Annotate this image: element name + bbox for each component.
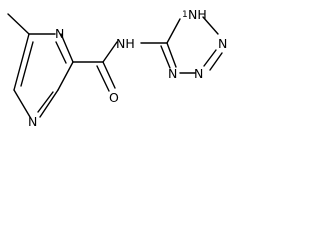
atom-nh-amide: NH xyxy=(116,36,135,51)
bond-carbonyl-o-double xyxy=(96,65,110,92)
bond-ring-n1-c2-inner xyxy=(55,41,67,64)
atom-nh-tetrazole: NH xyxy=(188,7,207,22)
bond-carbonyl-nh xyxy=(102,41,118,63)
atom-nh-tetrazole-index: 1 xyxy=(182,10,188,20)
atom-n-tetrazole-bottom-right: N xyxy=(194,66,203,81)
atom-n-tetrazole-right: N xyxy=(218,36,227,51)
bond-ring-c5-c6-inner xyxy=(20,41,34,87)
bond-tz-n1-n2 xyxy=(202,16,219,35)
chemical-structure-diagram: N N NH O 1 NH N N N xyxy=(7,7,227,129)
atom-o-carbonyl: O xyxy=(109,90,119,105)
bond-ring-c5-c6 xyxy=(13,33,30,91)
bonds xyxy=(7,13,223,118)
bond-tz-n2-n3 xyxy=(203,49,217,67)
atom-n-tetrazole-bottom-left: N xyxy=(168,66,177,81)
bond-tz-n2-n3-double xyxy=(209,52,223,71)
atom-n-pyrazine-top: N xyxy=(55,26,64,41)
bond-tz-c5-n1 xyxy=(166,18,181,44)
bond-ring-c3-n4-inner xyxy=(37,91,54,113)
bond-ring-n4-c5 xyxy=(13,89,31,118)
bond-ring-c2-c3 xyxy=(57,61,74,91)
bond-tz-n4-c5-double xyxy=(160,45,171,69)
bond-ring-c3-n4 xyxy=(39,89,59,118)
bond-carbonyl-o xyxy=(102,61,116,89)
bond-ring-n1-c2 xyxy=(60,33,74,63)
bond-methyl xyxy=(7,13,30,35)
atom-labels: N N NH O 1 NH N N N xyxy=(28,7,227,129)
atom-n-pyrazine-bottom: N xyxy=(28,114,37,129)
bond-tz-n4-c5 xyxy=(166,42,177,68)
